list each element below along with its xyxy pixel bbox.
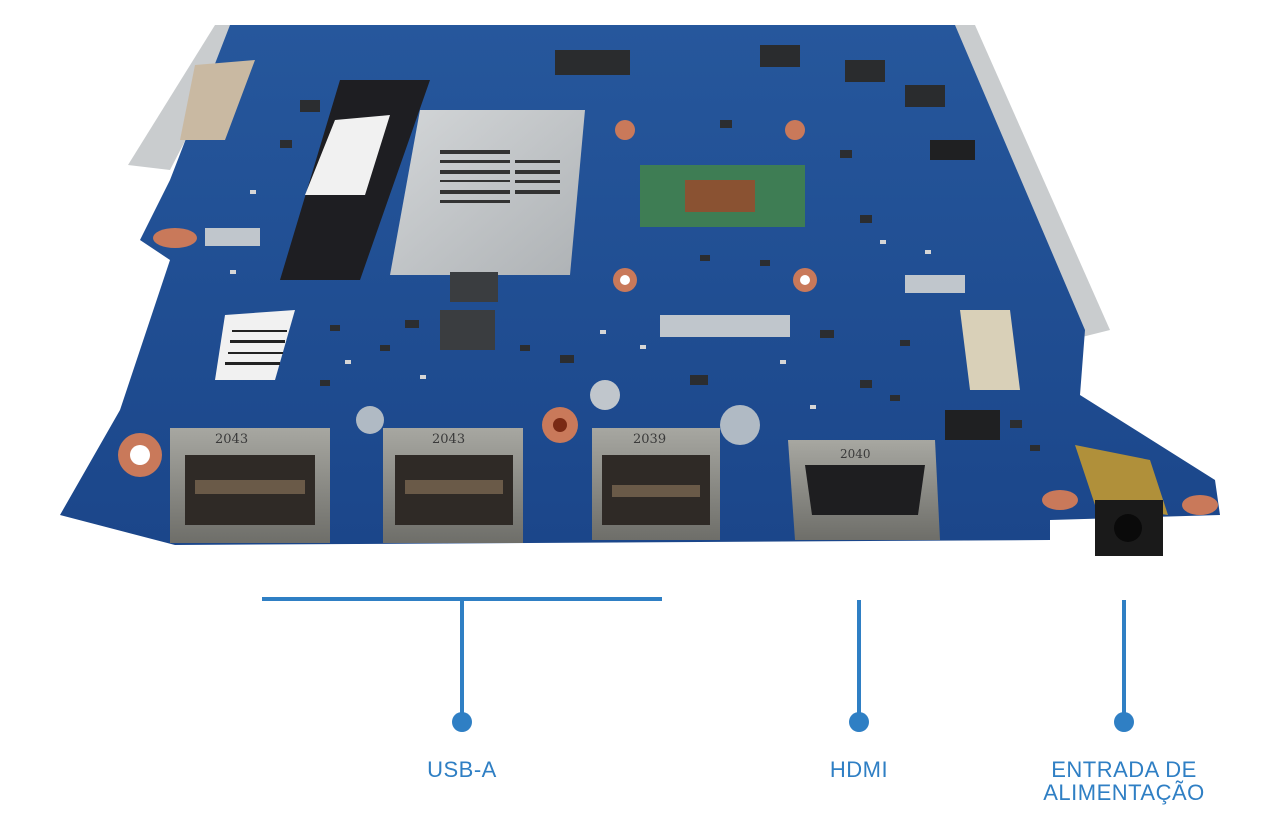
hdmi-port: 2040	[788, 440, 940, 540]
usb-a-port-2: 2043	[383, 428, 523, 543]
usb-callout-dot	[452, 712, 472, 732]
cpu-die	[685, 180, 755, 212]
hdmi-callout-dot	[849, 712, 869, 732]
ram-label	[305, 115, 390, 195]
hdmi-label: HDMI	[829, 757, 889, 782]
power-input-label: ENTRADA DE ALIMENTAÇÃO	[1014, 758, 1234, 804]
hdmi-callout-line	[857, 600, 861, 720]
left-metal-frame	[128, 25, 245, 170]
power-callout-dot	[1114, 712, 1134, 732]
usb-a-port-3: 2039	[592, 428, 720, 540]
usb-a-label: USB-A	[427, 757, 497, 782]
port-code-2: 2043	[432, 432, 465, 447]
port-code-4: 2040	[840, 447, 871, 461]
motherboard-photo: 2043 2043 2039 2040	[60, 25, 1220, 556]
usb-bracket-line	[262, 597, 662, 601]
usb-callout-line	[460, 600, 464, 720]
power-label-line-1: ENTRADA DE	[1051, 757, 1197, 782]
port-code-1: 2043	[215, 432, 248, 447]
power-label-line-2: ALIMENTAÇÃO	[1043, 780, 1205, 805]
power-jack	[1075, 445, 1168, 556]
usb-a-port-1: 2043	[170, 428, 330, 543]
power-callout-line	[1122, 600, 1126, 720]
port-code-3: 2039	[633, 432, 666, 447]
